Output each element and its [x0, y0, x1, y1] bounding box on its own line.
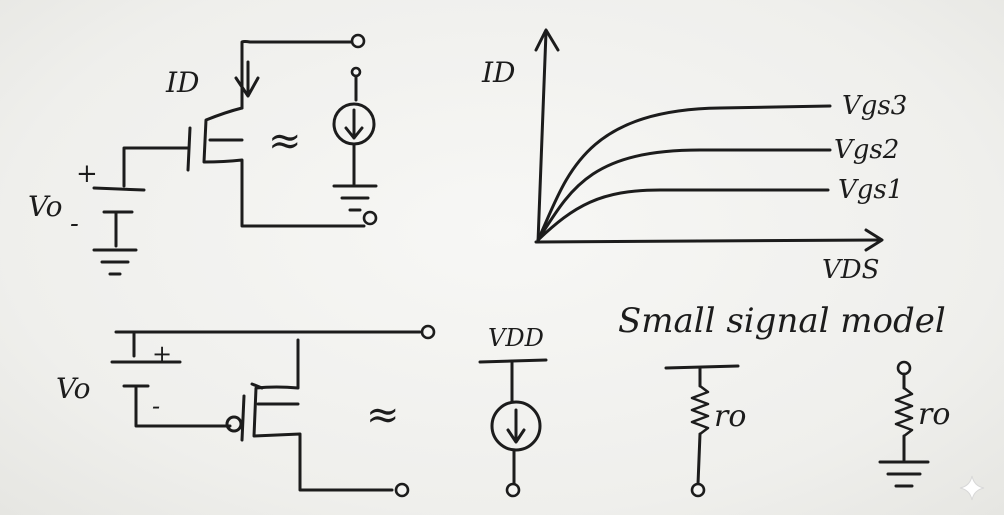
vgs3-label: Vgs3 — [842, 91, 907, 121]
rail — [664, 364, 740, 370]
vo-label: Vo — [56, 372, 91, 405]
source-arrow-icon — [250, 382, 300, 406]
iv-characteristic-graph: ID Vgs3 Vgs2 Vgs1 VDS — [481, 28, 907, 285]
vgs1-label: Vgs1 — [838, 175, 903, 205]
battery-to-gate-wire — [134, 386, 232, 428]
small-signal-model: Small signal model ro ro — [618, 301, 950, 498]
ground-symbol-icon — [878, 460, 930, 488]
output-terminal — [505, 482, 521, 498]
transistor-body — [202, 106, 366, 228]
x-axis — [534, 238, 882, 244]
id-label: ID — [165, 66, 200, 99]
pmos-current-source-circuit: + - Vo ≈ — [56, 324, 436, 498]
resistor-lead-bottom — [696, 432, 702, 486]
curve-vgs3 — [536, 104, 832, 242]
drain-terminal — [394, 482, 410, 498]
nmos-current-source-circuit: + - Vo ID ≈ — [28, 33, 378, 276]
current-source-circle — [490, 400, 542, 452]
approx-sign: ≈ — [268, 118, 302, 164]
approx-sign: ≈ — [366, 392, 400, 438]
minus-label: - — [70, 209, 79, 239]
ground-symbol-icon — [92, 248, 138, 276]
transistor-body — [252, 338, 394, 492]
drain-terminal — [350, 33, 366, 49]
vdd-current-source: VDD — [478, 324, 548, 498]
vo-label: Vo — [28, 190, 63, 223]
resistor-terminal — [896, 360, 912, 376]
y-axis — [536, 30, 548, 244]
ro-label: ro — [918, 397, 950, 432]
battery-plate-long — [92, 186, 146, 192]
ro-to-ground: ro — [878, 360, 950, 488]
sparkle-icon — [959, 475, 985, 501]
id-axis-label: ID — [481, 56, 516, 89]
curve-vgs2 — [536, 148, 832, 242]
drain-wire — [240, 40, 354, 110]
current-source-arrow-icon — [344, 108, 364, 140]
gate-bubble — [225, 415, 243, 433]
resistor-zigzag-icon — [894, 386, 914, 438]
plus-label: + — [152, 340, 172, 368]
gate-wire — [122, 146, 190, 188]
minus-label: - — [152, 392, 160, 420]
resistor-terminal — [690, 482, 706, 498]
vgs2-label: Vgs2 — [834, 135, 899, 165]
vdd-label: VDD — [488, 324, 544, 352]
y-axis-arrow-icon — [534, 28, 560, 52]
source-terminal — [362, 210, 378, 226]
x-axis-arrow-icon — [864, 228, 884, 252]
plus-label: + — [76, 159, 98, 189]
curve-vgs1 — [536, 188, 830, 242]
resistor-zigzag-icon — [690, 384, 710, 436]
vds-axis-label: VDS — [822, 255, 879, 285]
current-source-arrow-icon — [506, 408, 526, 444]
ground-symbol-icon — [332, 184, 378, 212]
id-arrow-icon — [234, 60, 260, 98]
supply-terminal — [420, 324, 436, 340]
ro-to-rail: ro — [664, 364, 746, 498]
gate-plate — [240, 394, 246, 442]
small-signal-title: Small signal model — [618, 301, 946, 341]
ro-label: ro — [714, 399, 746, 434]
